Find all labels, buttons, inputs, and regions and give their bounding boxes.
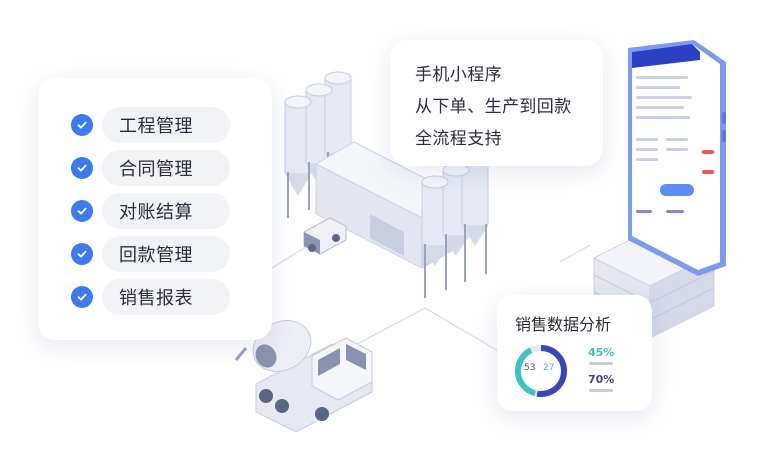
sales-analysis-title: 销售数据分析 (515, 315, 612, 334)
feature-item-contract: 合同管理 (71, 150, 230, 186)
check-circle-icon (71, 114, 93, 136)
feature-label: 合同管理 (102, 150, 230, 186)
check-circle-icon (71, 243, 93, 265)
feature-item-engineering: 工程管理 (71, 107, 230, 143)
mini-program-title: 手机小程序 (415, 65, 502, 85)
feature-label: 销售报表 (102, 279, 230, 315)
small-truck (303, 217, 347, 255)
donut-right-value: 27 (543, 363, 555, 373)
mini-program-card: 手机小程序 从下单、生产到回款 全流程支持 (390, 40, 603, 166)
check-circle-icon (71, 286, 93, 308)
feature-label: 工程管理 (102, 107, 230, 143)
percent-b: 70% (588, 373, 615, 386)
feature-item-payment: 回款管理 (71, 236, 230, 272)
silo-group-right (421, 151, 489, 298)
check-circle-icon (71, 200, 93, 222)
feature-list-card: 工程管理 合同管理 对账结算 回款管理 销售报表 (38, 78, 272, 340)
percent-a: 45% (588, 346, 615, 359)
mini-program-line: 从下单、生产到回款 (415, 97, 572, 117)
percent-a-caption-bar (589, 362, 613, 365)
percent-b-caption-bar (589, 389, 613, 392)
feature-label: 回款管理 (102, 236, 230, 272)
check-circle-icon (71, 157, 93, 179)
donut-chart (515, 345, 567, 397)
donut-left-value: 53 (524, 363, 536, 373)
sales-analysis-card: 销售数据分析 53 27 45% 70% (497, 295, 652, 411)
feature-label: 对账结算 (102, 193, 230, 229)
phone-mockup (628, 40, 726, 276)
feature-item-reconciliation: 对账结算 (71, 193, 230, 229)
feature-item-sales-report: 销售报表 (71, 279, 230, 315)
mini-program-line: 全流程支持 (415, 129, 502, 149)
